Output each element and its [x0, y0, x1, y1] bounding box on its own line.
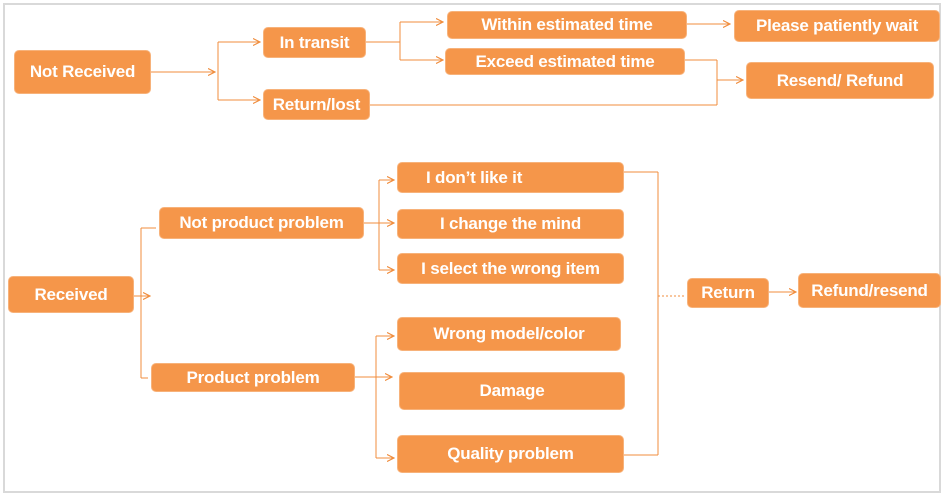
node-return: Return [687, 278, 769, 308]
node-please-patiently-wait: Please patiently wait [734, 10, 940, 42]
node-in-transit: In transit [263, 27, 366, 58]
node-change-the-mind: I change the mind [397, 209, 624, 239]
node-wrong-model-color: Wrong model/color [397, 317, 621, 351]
node-return-lost: Return/lost [263, 89, 370, 120]
node-refund-resend: Refund/resend [798, 273, 941, 308]
node-quality-problem: Quality problem [397, 435, 624, 473]
node-resend-refund: Resend/ Refund [746, 62, 934, 99]
node-not-received: Not Received [14, 50, 151, 94]
node-received: Received [8, 276, 134, 313]
node-exceed-estimated-time: Exceed estimated time [445, 48, 685, 75]
node-not-product-problem: Not product problem [159, 207, 364, 239]
node-product-problem: Product problem [151, 363, 355, 392]
node-within-estimated-time: Within estimated time [447, 11, 687, 39]
node-wrong-item: I select the wrong item [397, 253, 624, 284]
node-damage: Damage [399, 372, 625, 410]
node-dont-like-it: I don’t like it [397, 162, 624, 193]
